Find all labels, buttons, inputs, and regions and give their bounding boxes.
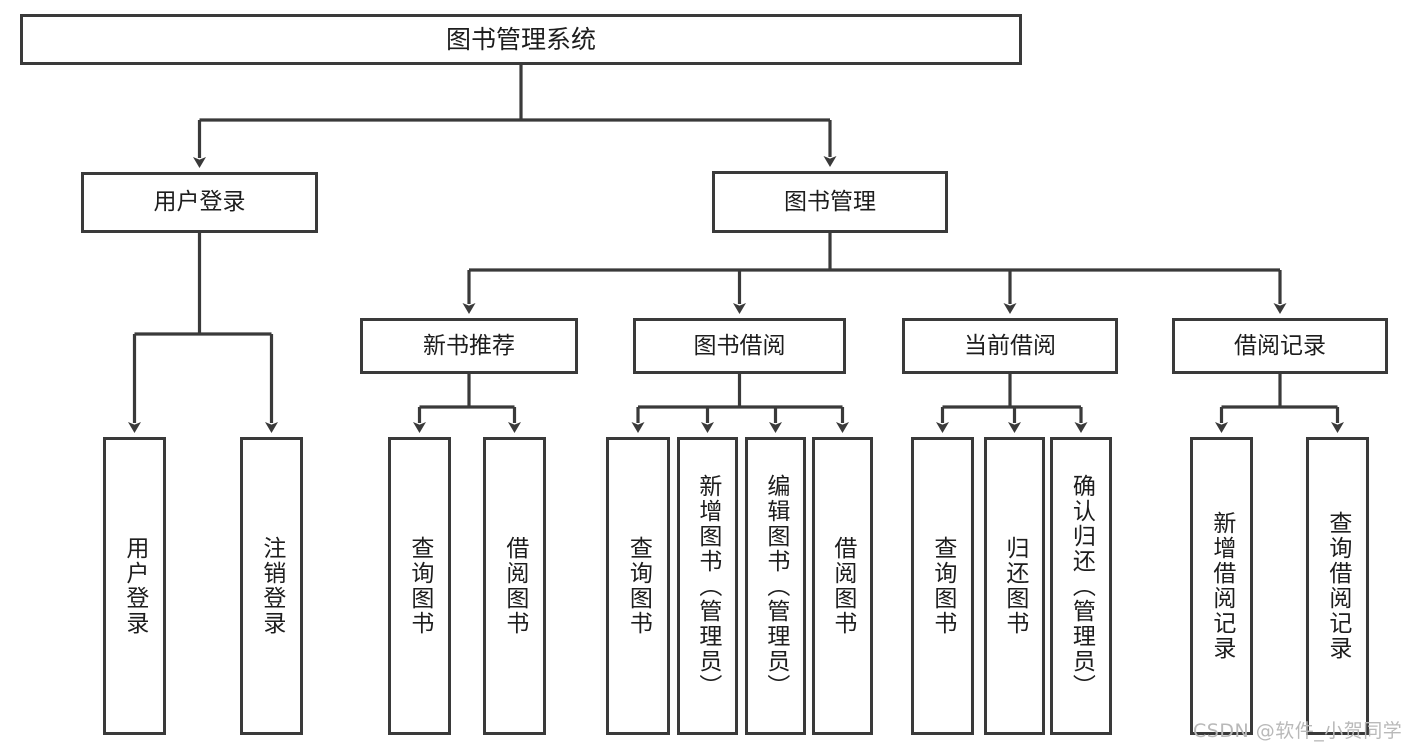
node-book-manage[interactable]: 图书管理: [712, 171, 948, 233]
node-leaf-add-book-admin[interactable]: 新增图书（管理员）: [677, 437, 738, 735]
node-label-leaf-query-book-3: 查询图书: [929, 536, 956, 636]
node-leaf-user-login[interactable]: 用户登录: [103, 437, 166, 735]
node-label-leaf-user-logout: 注销登录: [258, 536, 285, 636]
node-leaf-add-borrow-record[interactable]: 新增借阅记录: [1190, 437, 1253, 735]
node-label-leaf-borrow-book-1: 借阅图书: [501, 536, 528, 636]
node-leaf-query-book-2[interactable]: 查询图书: [606, 437, 670, 735]
node-root[interactable]: 图书管理系统: [20, 14, 1022, 65]
node-label-leaf-query-book-2: 查询图书: [625, 536, 652, 636]
node-label-borrow-record: 借阅记录: [1234, 332, 1326, 359]
node-leaf-edit-book-admin[interactable]: 编辑图书（管理员）: [745, 437, 806, 735]
node-leaf-confirm-return-admin[interactable]: 确认归还（管理员）: [1050, 437, 1112, 735]
node-leaf-borrow-book-2[interactable]: 借阅图书: [812, 437, 873, 735]
node-label-root: 图书管理系统: [445, 25, 596, 54]
node-book-borrow[interactable]: 图书借阅: [633, 318, 846, 374]
node-leaf-user-logout[interactable]: 注销登录: [240, 437, 303, 735]
node-new-book-recommend[interactable]: 新书推荐: [360, 318, 578, 374]
node-label-leaf-add-borrow-record: 新增借阅记录: [1208, 511, 1235, 661]
node-leaf-borrow-book-1[interactable]: 借阅图书: [483, 437, 546, 735]
node-label-leaf-query-borrow-record: 查询借阅记录: [1324, 511, 1351, 661]
node-label-user-login: 用户登录: [153, 189, 246, 216]
node-user-login[interactable]: 用户登录: [81, 172, 318, 233]
node-label-leaf-edit-book-admin: 编辑图书（管理员）: [762, 473, 789, 699]
node-label-leaf-user-login: 用户登录: [121, 536, 148, 636]
node-leaf-query-book-1[interactable]: 查询图书: [388, 437, 451, 735]
node-borrow-record[interactable]: 借阅记录: [1172, 318, 1388, 374]
node-leaf-return-book[interactable]: 归还图书: [984, 437, 1045, 735]
node-label-current-borrow: 当前借阅: [964, 332, 1056, 359]
node-label-leaf-borrow-book-2: 借阅图书: [829, 536, 856, 636]
node-current-borrow[interactable]: 当前借阅: [902, 318, 1118, 374]
node-label-leaf-return-book: 归还图书: [1001, 536, 1028, 636]
node-leaf-query-borrow-record[interactable]: 查询借阅记录: [1306, 437, 1369, 735]
node-label-leaf-add-book-admin: 新增图书（管理员）: [694, 473, 721, 699]
node-label-leaf-confirm-return-admin: 确认归还（管理员）: [1068, 473, 1095, 699]
node-label-new-book-recommend: 新书推荐: [423, 332, 515, 359]
node-label-book-borrow: 图书借阅: [693, 332, 786, 359]
csdn-watermark: CSDN @软件_小贺同学: [1193, 720, 1403, 742]
node-label-leaf-query-book-1: 查询图书: [406, 536, 433, 636]
node-label-book-manage: 图书管理: [784, 188, 876, 215]
node-leaf-query-book-3[interactable]: 查询图书: [911, 437, 974, 735]
